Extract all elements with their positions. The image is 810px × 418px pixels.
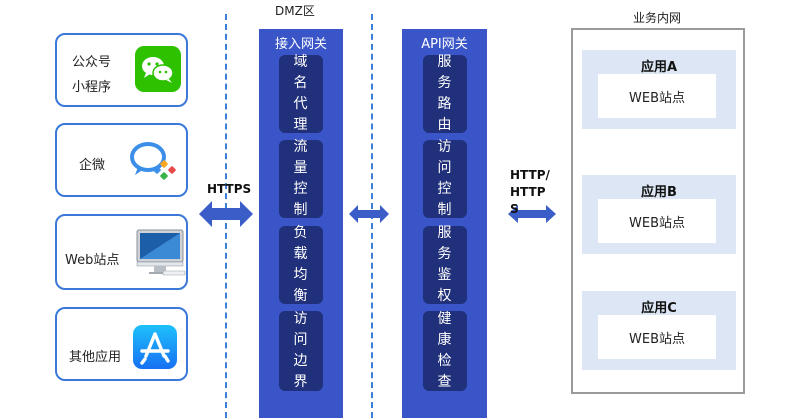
- gateway-box-access-boundary: 访问边界: [279, 311, 323, 391]
- client-card-wechat: 公众号 小程序: [55, 33, 188, 107]
- api-box-service-auth: 服务鉴权: [423, 225, 467, 304]
- api-box-access-control: 访问控制: [423, 139, 467, 218]
- app-title: 应用A: [640, 60, 678, 75]
- protocol-https-label: HTTPS: [207, 182, 252, 196]
- client-label-line2: 小程序: [72, 80, 112, 95]
- client-label-line1: 公众号: [72, 55, 112, 70]
- web-site-box: WEB站点: [598, 74, 716, 118]
- client-card-other-apps: 其他应用: [55, 307, 188, 381]
- http-double-arrow: [508, 204, 556, 228]
- gateway-box-load-balancing: 负载均衡: [279, 225, 323, 304]
- imac-icon: [133, 228, 187, 282]
- app-title: 应用B: [641, 185, 677, 200]
- client-label: 其他应用: [69, 350, 122, 365]
- dmz-api-double-arrow: [349, 204, 389, 228]
- api-gateway-title: API网关: [421, 37, 468, 52]
- client-label: 企微: [79, 158, 106, 173]
- wechat-icon: [135, 46, 181, 96]
- api-gateway-column: API网关 服务路由 访问控制 服务鉴权 健康检查: [402, 29, 487, 418]
- dmz-title: DMZ区: [275, 4, 315, 18]
- protocol-http-label: HTTP/ HTTP S: [510, 168, 550, 216]
- app-b-panel: 应用B WEB站点: [582, 175, 736, 254]
- gateway-box-domain-proxy: 域名代理: [279, 54, 323, 133]
- api-box-service-routing: 服务路由: [423, 54, 467, 133]
- internal-network-title: 业务内网: [633, 11, 682, 25]
- access-gateway-title: 接入网关: [274, 37, 327, 52]
- api-box-health-check: 健康检查: [423, 311, 467, 391]
- client-card-web: Web站点: [55, 214, 188, 290]
- client-label: Web站点: [65, 253, 120, 268]
- app-c-panel: 应用C WEB站点: [582, 291, 736, 370]
- app-store-icon: [133, 325, 177, 373]
- wecom-icon: [129, 139, 179, 189]
- access-gateway-column: 接入网关 域名代理 流量控制 负载均衡 访问边界: [259, 29, 343, 418]
- app-title: 应用C: [641, 301, 677, 316]
- web-site-box: WEB站点: [598, 199, 716, 243]
- gateway-box-traffic-control: 流量控制: [279, 139, 323, 218]
- web-site-box: WEB站点: [598, 315, 716, 359]
- https-double-arrow: [199, 199, 253, 233]
- app-a-panel: 应用A WEB站点: [582, 50, 736, 129]
- client-card-wecom: 企微: [55, 123, 188, 197]
